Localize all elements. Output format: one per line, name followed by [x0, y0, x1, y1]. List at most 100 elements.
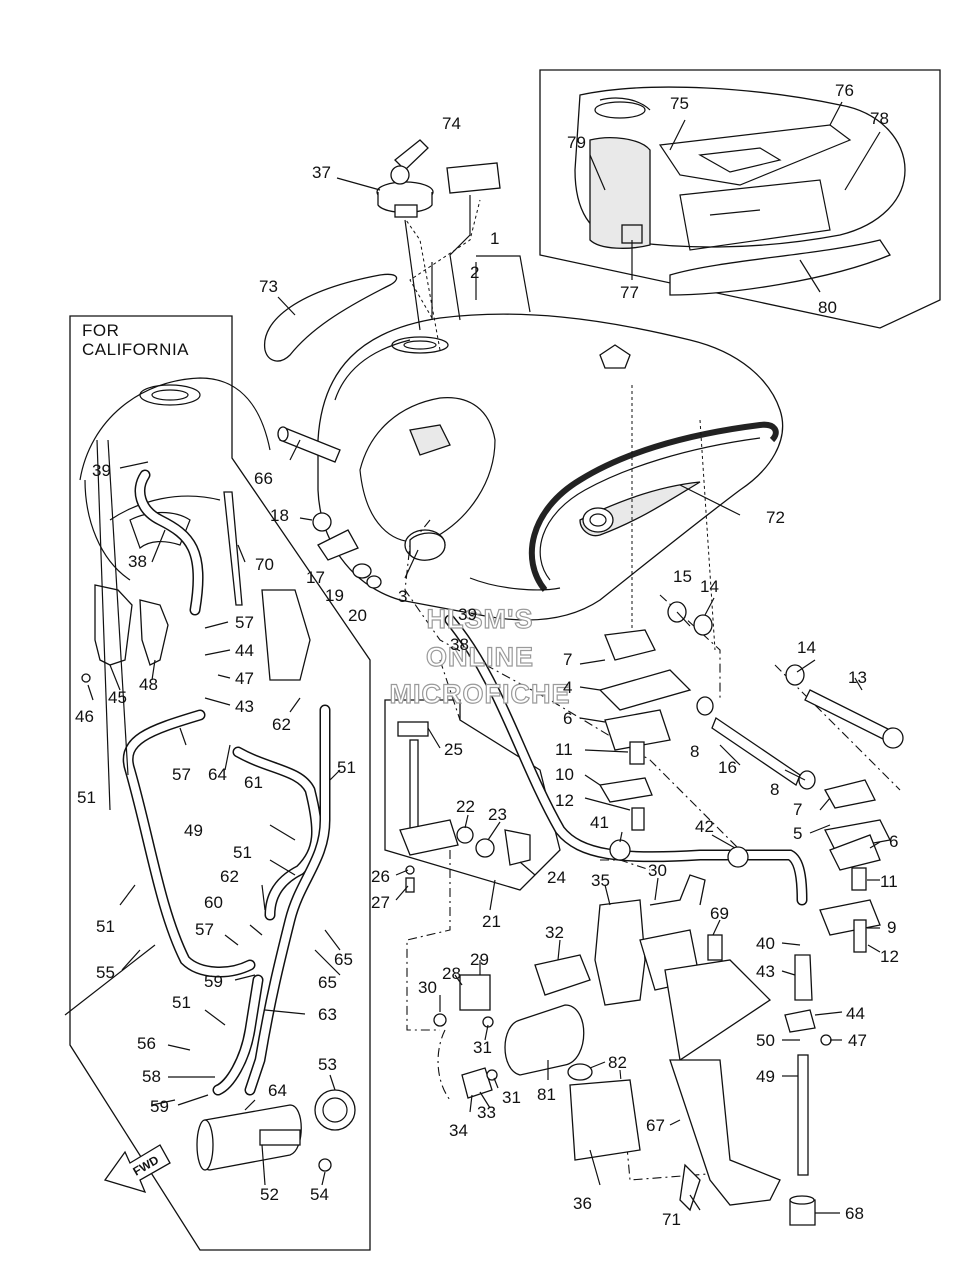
callout-23: 23 [488, 805, 507, 824]
hose-66 [277, 426, 341, 463]
fuel-pump-filter-group [433, 874, 781, 1212]
callout-41: 41 [590, 813, 609, 832]
callout-51e: 51 [172, 993, 191, 1012]
right-hose-49-68 [784, 954, 832, 1226]
callout-62b: 62 [272, 715, 291, 734]
callout-40: 40 [756, 934, 775, 953]
callout-55: 55 [96, 963, 115, 982]
mounting-brackets-right [598, 601, 904, 953]
callout-48: 48 [139, 675, 158, 694]
callout-15: 15 [673, 567, 692, 586]
main-fuel-tank [317, 313, 784, 621]
callout-39b: 39 [458, 605, 477, 624]
callout-31a: 31 [473, 1038, 492, 1057]
callout-49a: 49 [184, 821, 203, 840]
callout-38a: 38 [128, 552, 147, 571]
callout-24: 24 [547, 868, 566, 887]
callout-74: 74 [442, 114, 461, 133]
callout-60: 60 [204, 893, 223, 912]
watermark-line2: ONLINE [426, 642, 534, 672]
callout-57b: 57 [172, 765, 191, 784]
callout-79: 79 [567, 133, 586, 152]
callout-81: 81 [537, 1085, 556, 1104]
fuel-line-main [444, 614, 808, 906]
callout-64b: 64 [268, 1081, 287, 1100]
callout-57c: 57 [195, 920, 214, 939]
fuel-cap-assembly [376, 139, 434, 331]
bracket-62 [261, 589, 311, 681]
callout-9: 9 [887, 918, 896, 937]
california-title-line1: FOR [82, 321, 119, 340]
brackets-45-48 [81, 584, 169, 683]
callout-53: 53 [318, 1055, 337, 1074]
parts-17-20 [312, 512, 446, 589]
clamp-41 [609, 839, 631, 861]
callout-76: 76 [835, 81, 854, 100]
california-hoses [122, 469, 331, 1096]
callout-68: 68 [845, 1204, 864, 1223]
callout-2: 2 [470, 263, 479, 282]
callout-43a: 43 [235, 697, 254, 716]
charcoal-canister [196, 1089, 356, 1172]
callout-45: 45 [108, 688, 127, 707]
california-box: FOR CALIFORNIA [69, 315, 371, 1251]
callout-26: 26 [371, 867, 390, 886]
callout-51d: 51 [337, 758, 356, 777]
callout-32: 32 [545, 923, 564, 942]
callout-12b: 12 [880, 947, 899, 966]
callout-11a: 11 [555, 740, 573, 759]
clamp-42 [727, 846, 749, 868]
callout-52: 52 [260, 1185, 279, 1204]
callout-1: 1 [490, 229, 499, 248]
callout-46: 46 [75, 707, 94, 726]
callout-27: 27 [371, 893, 390, 912]
watermark: HLSM'S ONLINE MICROFICHE [389, 603, 570, 709]
callout-21: 21 [482, 912, 501, 931]
callout-8a: 8 [690, 742, 699, 761]
callout-47b: 47 [848, 1031, 867, 1050]
callout-61: 61 [244, 773, 263, 792]
callout-22: 22 [456, 797, 475, 816]
callout-82: 82 [608, 1053, 627, 1072]
callout-78: 78 [870, 109, 889, 128]
callout-14a: 14 [797, 638, 816, 657]
callout-12a: 12 [555, 791, 574, 810]
callout-7a: 7 [563, 650, 572, 669]
callout-20: 20 [348, 606, 367, 625]
callout-51c: 51 [233, 843, 252, 862]
callout-34: 34 [449, 1121, 468, 1140]
callout-28: 28 [442, 964, 461, 983]
callout-80: 80 [818, 298, 837, 317]
callout-11b: 11 [880, 872, 898, 891]
fuel-cock-assembly [384, 699, 561, 893]
callout-44a: 44 [235, 641, 254, 660]
caution-label [446, 162, 501, 321]
callout-3: 3 [398, 587, 407, 606]
callout-47a: 47 [235, 669, 254, 688]
california-title-line2: CALIFORNIA [82, 340, 189, 359]
callout-18: 18 [270, 506, 289, 525]
callout-30b: 30 [648, 861, 667, 880]
callout-31b: 31 [502, 1088, 521, 1107]
callout-6a: 6 [563, 709, 572, 728]
callout-75: 75 [670, 94, 689, 113]
watermark-line1: HLSM'S [427, 604, 534, 634]
callout-42: 42 [695, 817, 714, 836]
callout-69: 69 [710, 904, 729, 923]
callout-51b: 51 [96, 917, 115, 936]
callout-67: 67 [646, 1116, 665, 1135]
callout-66: 66 [254, 469, 273, 488]
callout-77: 77 [620, 283, 639, 302]
callout-5: 5 [793, 824, 802, 843]
callout-38b: 38 [450, 635, 469, 654]
cable-tie-70 [223, 491, 243, 606]
callout-30a: 30 [418, 978, 437, 997]
callout-59a: 59 [204, 972, 223, 991]
callout-58: 58 [142, 1067, 161, 1086]
callout-4: 4 [563, 678, 572, 697]
callout-72: 72 [766, 508, 785, 527]
callout-56: 56 [137, 1034, 156, 1053]
callout-numbers: 1 2 3 4 5 6 6 7 7 8 8 9 10 11 11 12 12 1… [75, 81, 899, 1229]
callout-64a: 64 [208, 765, 227, 784]
